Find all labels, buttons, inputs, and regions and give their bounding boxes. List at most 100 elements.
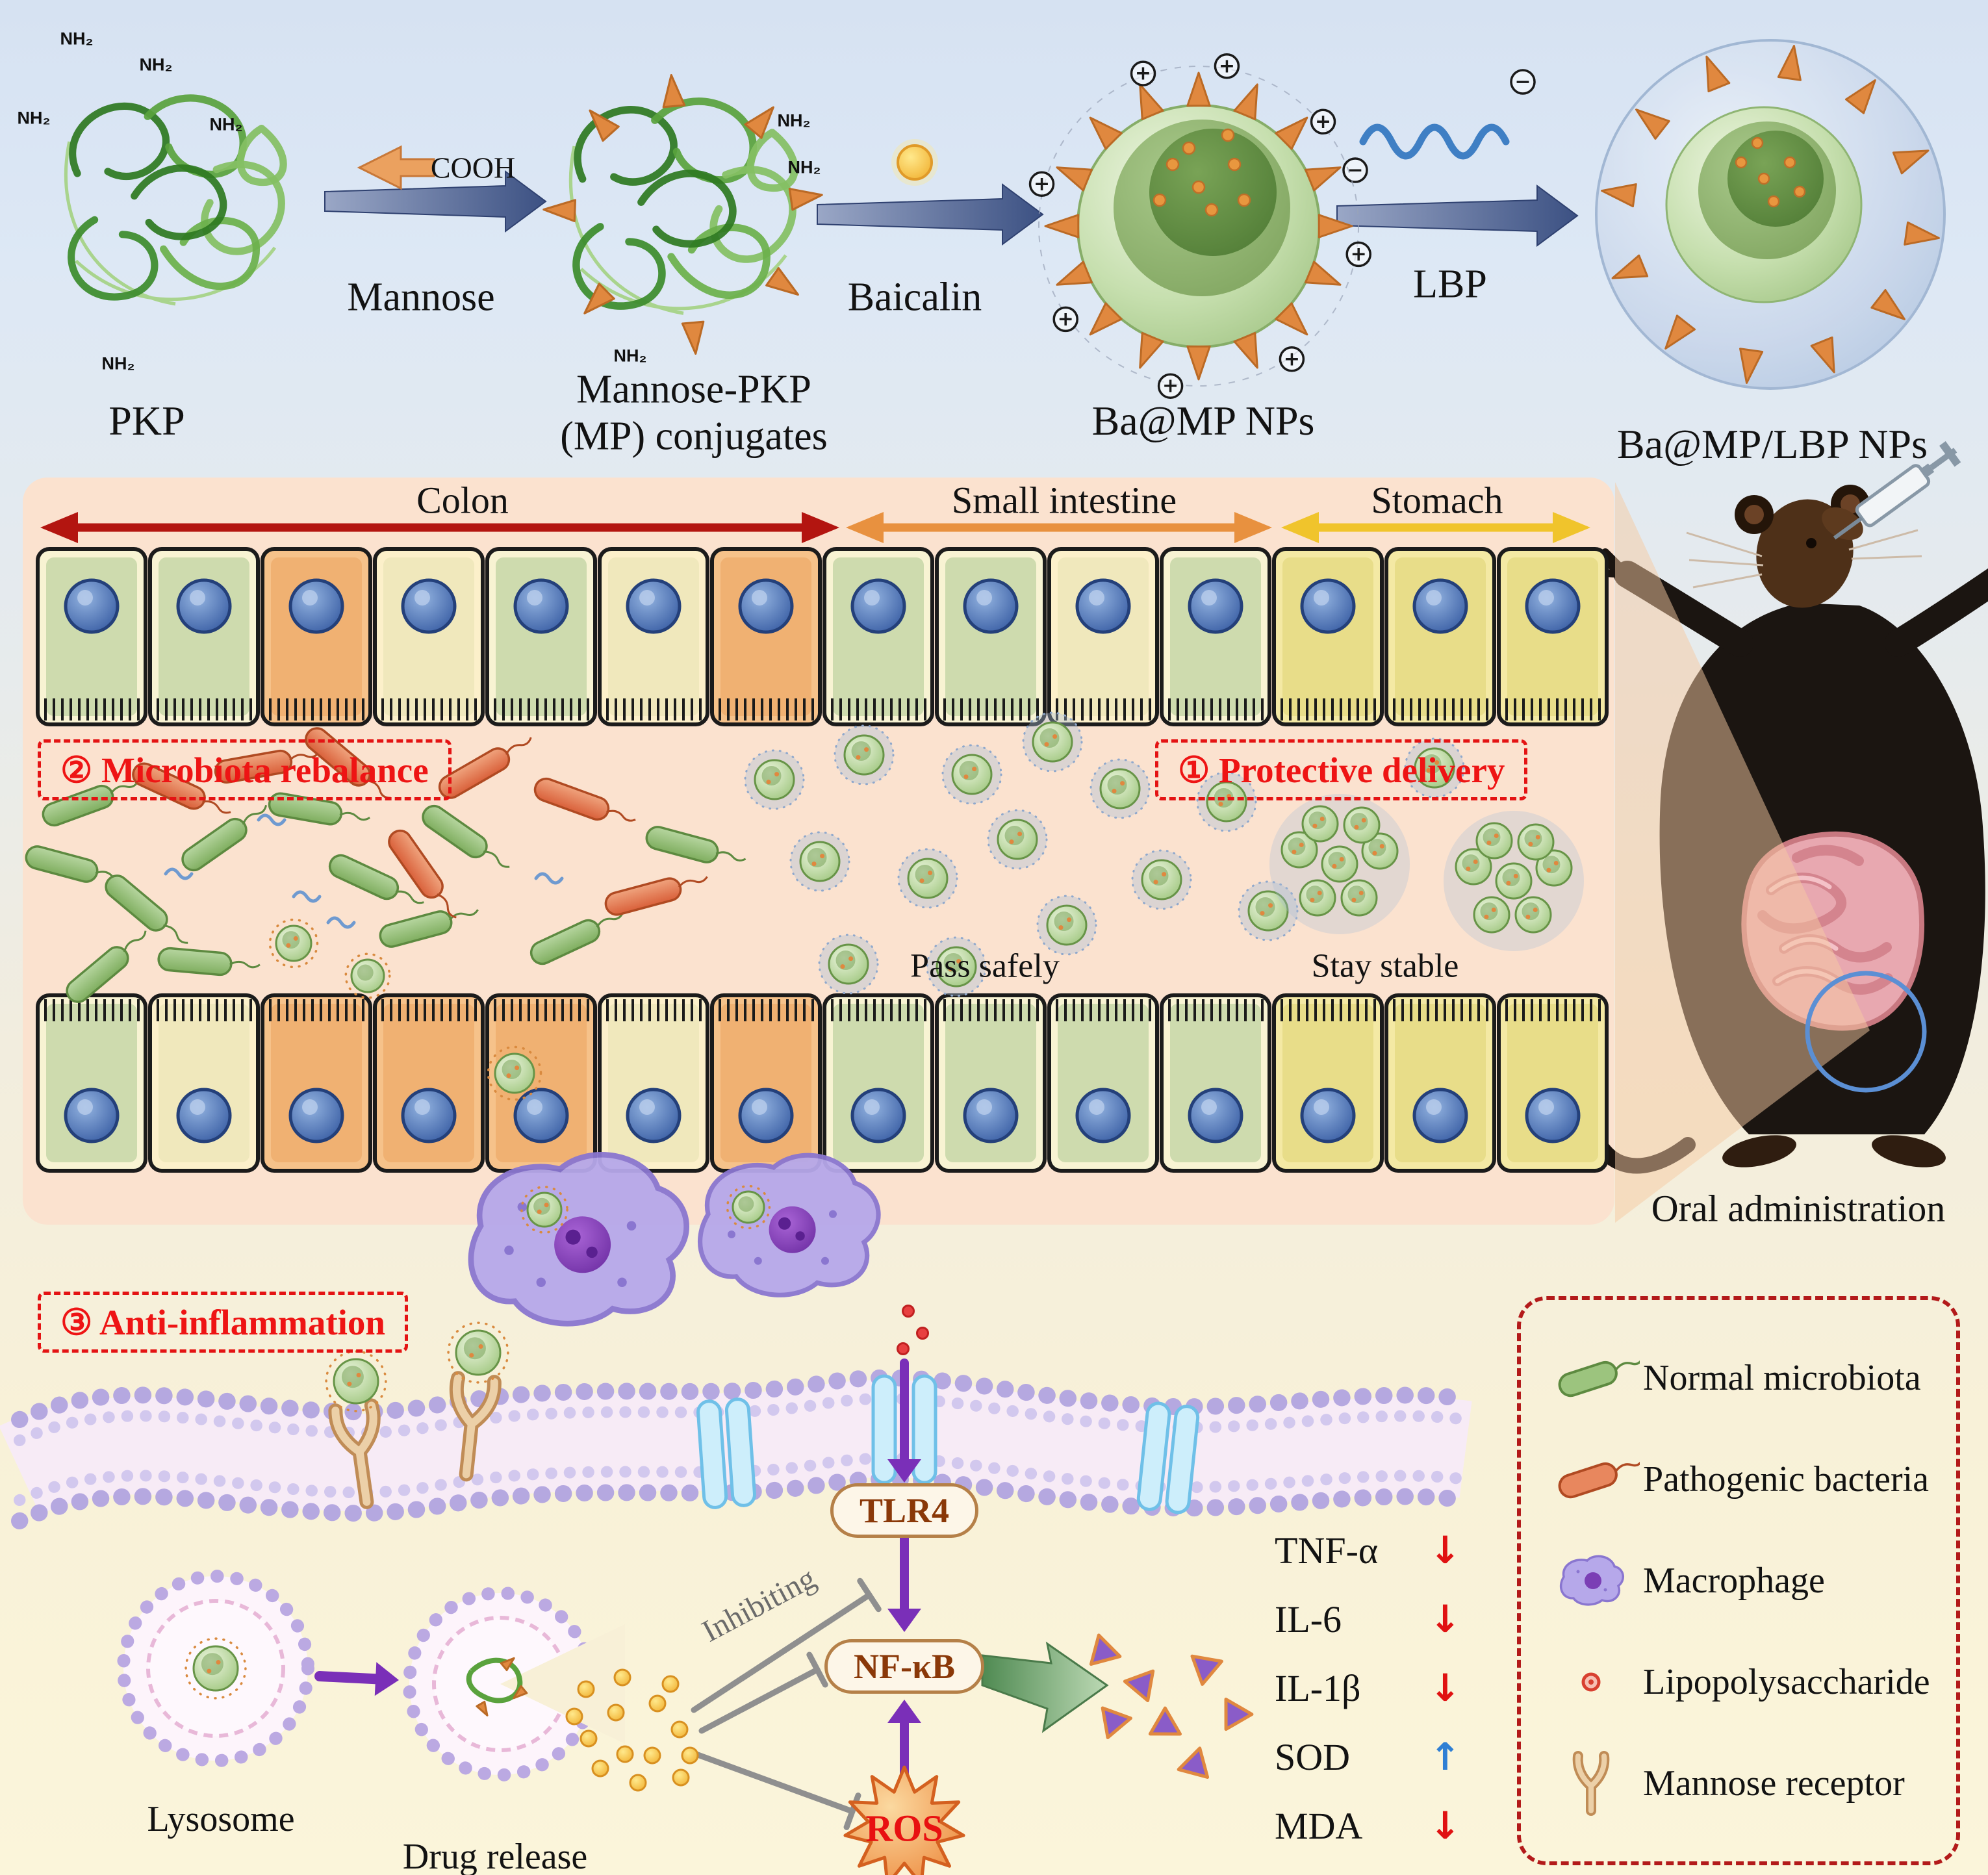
cytokine-particle-icon [1089, 1633, 1122, 1666]
epithelial-cell [485, 547, 597, 726]
mannose-receptor-icon [1539, 1751, 1643, 1816]
epithelial-cell [373, 993, 485, 1173]
bamp-lbp-nps-label: Ba@MP/LBP NPs [1616, 421, 1928, 467]
epithelial-cell [36, 993, 147, 1173]
drug-molecule-icon [565, 1707, 583, 1726]
svg-text:+: + [1351, 243, 1367, 266]
cytokine-row: IL-6↓ [1275, 1597, 1461, 1641]
stay-stable-label: Stay stable [1311, 947, 1459, 985]
epithelial-cell [822, 547, 934, 726]
svg-text:+: + [1034, 173, 1050, 196]
legend-item-label: Lipopolysaccharide [1643, 1662, 1930, 1702]
epithelial-cell [373, 547, 485, 726]
epithelial-cell [822, 993, 934, 1173]
cytokine-particle-icon [1190, 1654, 1223, 1686]
nh2-label: NH₂ [139, 55, 173, 75]
drug-molecule-icon [591, 1759, 609, 1778]
svg-text:+: + [1284, 348, 1300, 370]
mannose-pkp-conjugate [542, 73, 823, 355]
region-label-small-intestine: Small intestine [951, 479, 1177, 522]
membrane-channel-icon [1136, 1401, 1200, 1514]
pkp-protein [64, 94, 287, 306]
epithelial-cell [710, 547, 822, 726]
legend-item: Macrophage [1521, 1548, 1956, 1613]
epithelial-cell [485, 993, 597, 1173]
epithelial-cell [1047, 547, 1159, 726]
epithelial-cell [261, 993, 372, 1173]
cytokine-trend-up-icon: ↑ [1429, 1735, 1461, 1779]
svg-text:+: + [1058, 308, 1074, 331]
svg-text:+: + [1162, 375, 1179, 398]
epithelial-cell [1497, 993, 1609, 1173]
cytokine-particle-icon [1123, 1669, 1155, 1703]
epithelial-cell [710, 993, 822, 1173]
pathogenic-bacteria-icon [1539, 1447, 1643, 1512]
protective-delivery-tag: ① Protective delivery [1155, 739, 1528, 800]
legend-item-label: Normal microbiota [1643, 1358, 1921, 1398]
nh2-label: NH₂ [777, 110, 811, 131]
lbp-chain-icon [1359, 123, 1510, 160]
epithelial-cell [1272, 993, 1384, 1173]
legend-item: Mannose receptor [1521, 1751, 1956, 1816]
cytokine-name: TNF-α [1275, 1529, 1379, 1572]
epithelial-cell [935, 547, 1047, 726]
lysosome-label: Lysosome [147, 1799, 295, 1839]
legend-item: Pathogenic bacteria [1521, 1447, 1956, 1512]
drug-release-label: Drug release [402, 1837, 588, 1875]
cytokine-name: IL-1β [1275, 1666, 1361, 1709]
microbiota-rebalance-tag: ② Microbiota rebalance [38, 739, 452, 800]
cytokine-particle-icon [1148, 1706, 1182, 1736]
membrane-channel-icon [696, 1397, 756, 1509]
drug-molecule-icon [643, 1746, 661, 1765]
epithelial-cell [1160, 993, 1271, 1173]
epithelial-cell [261, 547, 372, 726]
cytokine-row: IL-1β↓ [1275, 1666, 1461, 1710]
drug-molecule-icon [577, 1680, 595, 1698]
mp-label-line2: (MP) conjugates [560, 414, 828, 459]
drug-molecule-icon [580, 1729, 598, 1748]
cytokine-particle-icon [1224, 1697, 1254, 1731]
nh2-label: NH₂ [613, 346, 647, 366]
epithelial-cell [1497, 547, 1609, 726]
cell-membrane [0, 1379, 1472, 1515]
svg-text:+: + [1135, 62, 1151, 85]
cytokine-list: TNF-α↓IL-6↓IL-1β↓SOD↑MDA↓ [1275, 1528, 1461, 1848]
drug-molecule-icon [607, 1703, 625, 1722]
cooh-label: COOH [430, 151, 516, 185]
bamp-nps-label: Ba@MP NPs [1091, 398, 1315, 444]
epithelial-cell [1047, 993, 1159, 1173]
bamp-lbp-np-sphere [1595, 39, 1946, 390]
epithelial-cell [36, 547, 147, 726]
bamp-np-sphere [1044, 71, 1353, 381]
svg-text:+: + [1219, 55, 1235, 77]
nh2-label: NH₂ [209, 114, 243, 134]
drug-molecule-icon [616, 1745, 634, 1763]
epithelial-cell [1272, 547, 1384, 726]
epithelial-cell [598, 993, 709, 1173]
ros-starburst-icon [843, 1765, 965, 1875]
region-label-stomach: Stomach [1371, 479, 1503, 522]
cytokine-trend-down-icon: ↓ [1429, 1804, 1461, 1848]
svg-text:+: + [1315, 110, 1331, 133]
legend-item-label: Mannose receptor [1643, 1763, 1905, 1804]
nh2-label: NH₂ [17, 108, 51, 128]
cytokine-name: MDA [1275, 1804, 1363, 1847]
drug-molecule-icon [681, 1746, 699, 1765]
cytokine-trend-down-icon: ↓ [1429, 1528, 1461, 1572]
legend-item-label: Macrophage [1643, 1561, 1825, 1601]
svg-text:−: − [1514, 71, 1531, 94]
legend-item-label: Pathogenic bacteria [1643, 1459, 1930, 1499]
drug-molecule-icon [629, 1774, 647, 1792]
epithelial-cell [1160, 547, 1271, 726]
tlr4-box: TLR4 [830, 1483, 979, 1538]
mp-label-line1: Mannose-PKP [576, 367, 811, 412]
legend-item: Normal microbiota [1521, 1346, 1956, 1410]
nh2-label: NH₂ [101, 353, 135, 374]
pass-safely-label: Pass safely [910, 947, 1060, 985]
cytokine-row: TNF-α ↓ [1275, 1528, 1461, 1572]
pkp-label: PKP [108, 398, 185, 444]
lipopolysaccharide-icon [916, 1327, 929, 1340]
drug-molecule-icon [670, 1720, 689, 1739]
